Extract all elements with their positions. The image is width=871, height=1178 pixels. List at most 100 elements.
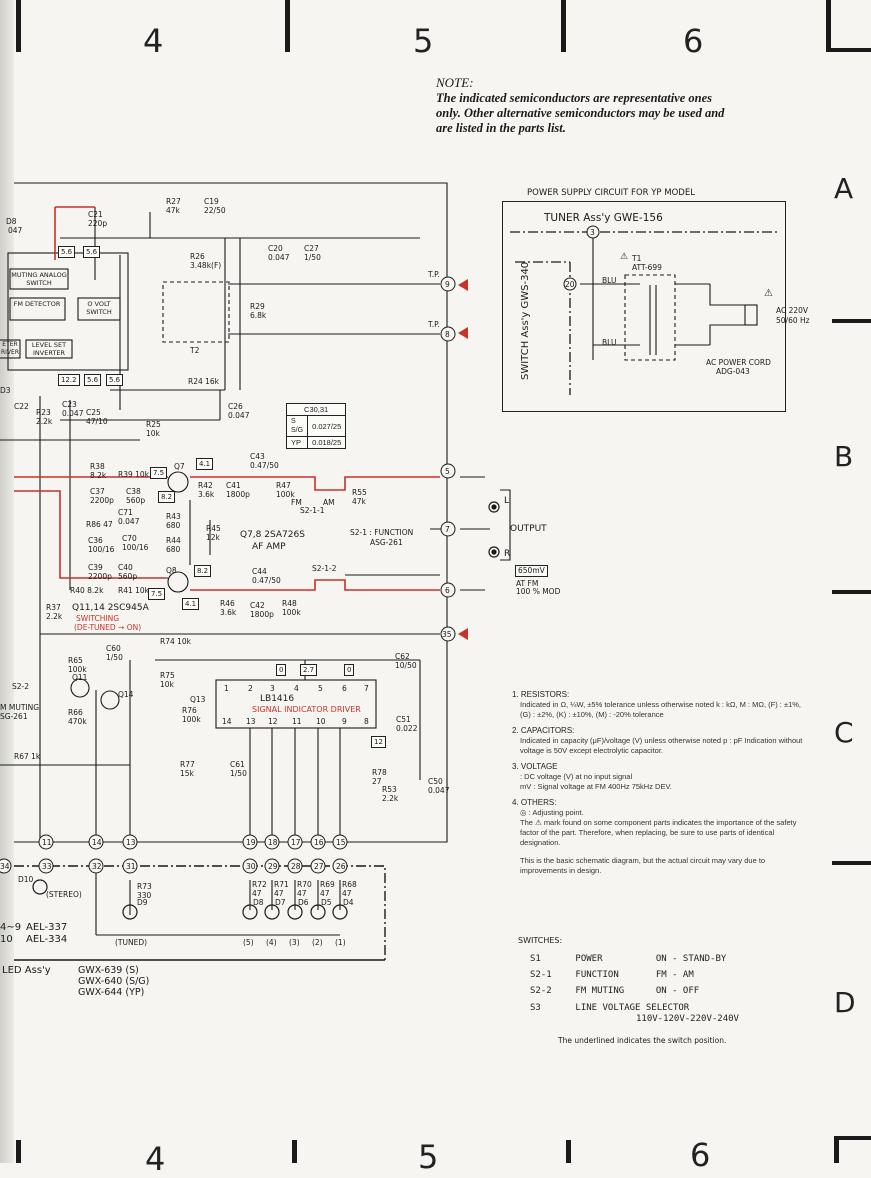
component-label: R53 2.2k	[382, 785, 399, 803]
transformer-ref: T1	[632, 254, 642, 263]
led-label: D6	[298, 898, 309, 907]
power-supply-title: POWER SUPPLY CIRCUIT FOR YP MODEL	[527, 188, 695, 198]
component-label: R27 47k	[166, 197, 181, 215]
node-label: 32	[92, 862, 102, 871]
transistor-label: Q7	[174, 462, 185, 471]
switch-name: FM MUTING	[575, 986, 625, 996]
gwx-part: GWX-644 (YP)	[78, 987, 145, 998]
component-label: R71 47	[274, 880, 289, 898]
voltage-box: 2.7	[300, 664, 318, 676]
output-l: L	[504, 496, 510, 506]
grid-tick	[16, 0, 21, 52]
component-label: C70 100/16	[122, 534, 149, 552]
component-label: C71 0.047	[118, 508, 140, 526]
grid-tick	[826, 48, 871, 52]
legend-text: The ⚠ mark found on some component parts…	[520, 818, 797, 847]
legend-text: Indicated in Ω, ¼W, ±5% tolerance unless…	[520, 700, 801, 719]
node-label: 11	[42, 838, 52, 847]
led-function: (4)	[266, 938, 277, 947]
switch-value: ON - OFF	[655, 986, 700, 996]
component-label: R37 2.2k	[46, 603, 63, 621]
node-label: 31	[126, 862, 136, 871]
ac-voltage: AC 220V	[776, 306, 809, 315]
switch-id: S2-2	[530, 986, 552, 996]
led-function: (TUNED)	[115, 938, 148, 947]
tuner-assy: TUNER Ass'y GWE-156	[544, 212, 663, 224]
component-label: R39 10k	[118, 470, 150, 479]
note-line: only. Other alternative semiconductors m…	[436, 106, 725, 120]
ic-pin: 14	[222, 717, 232, 726]
note: NOTE: The indicated semiconductors are r…	[436, 75, 786, 136]
component-label: R70 47	[297, 880, 312, 898]
component-label: C22	[14, 402, 29, 411]
function-switch-part: ASG-261	[370, 538, 403, 547]
led-function: (5)	[243, 938, 254, 947]
safety-icon: ⚠	[764, 288, 773, 299]
component-label: C60 1/50	[106, 644, 123, 662]
grid-tick	[832, 319, 871, 323]
column-number: 6	[683, 22, 704, 60]
voltage-box: 0	[276, 664, 287, 676]
component-label: R38 8.2k	[90, 462, 107, 480]
ic-block-label: MUTING ANALOG SWITCH	[11, 271, 67, 287]
switches-footnote: The underlined indicates the switch posi…	[558, 1036, 727, 1045]
table-cell: 0.018/25	[307, 436, 347, 449]
component-label: R77 15k	[180, 760, 195, 778]
component-label: R66 470k	[68, 708, 87, 726]
gwx-part: GWX-639 (S)	[78, 965, 139, 976]
component-label: C43 0.47/50	[250, 452, 279, 470]
node-label: 28	[291, 862, 301, 871]
power-cord: AC POWER CORD	[706, 358, 771, 367]
voltage-box: 5.6	[58, 246, 76, 258]
component-label: R72 47	[252, 880, 267, 898]
legend: 1. RESISTORS: Indicated in Ω, ¼W, ±5% to…	[512, 690, 812, 876]
component-label: C25 47/10	[86, 408, 108, 426]
node-label: 33	[42, 862, 52, 871]
left-fragment: D3	[0, 386, 11, 395]
legend-text: Indicated in capacity (μF)/voltage (V) u…	[520, 736, 803, 755]
node-label: 7	[445, 525, 450, 534]
voltage-box: 8.2	[158, 491, 176, 503]
table-header: C30,31	[285, 403, 347, 416]
led-label: D4	[343, 898, 354, 907]
component-label: R23 2.2k	[36, 408, 53, 426]
ic-pin: 13	[246, 717, 256, 726]
component-label: R44 680	[166, 536, 181, 554]
transistor-note: SWITCHING	[76, 614, 120, 623]
component-label: C50 0.047	[428, 777, 450, 795]
component-label: R73 330	[137, 882, 152, 900]
switch-name: LINE VOLTAGE SELECTOR	[575, 1003, 690, 1013]
row-letter: C	[834, 716, 854, 749]
node-label: 16	[314, 838, 324, 847]
output-label: OUTPUT	[510, 524, 547, 534]
grid-tick	[561, 0, 566, 52]
transistor-label: Q8	[166, 566, 177, 575]
transistor-note: (DE-TUNED → ON)	[74, 623, 142, 632]
component-label: R42 3.6k	[198, 481, 215, 499]
component-label: R47 100k	[276, 481, 295, 499]
column-number: 5	[413, 22, 434, 60]
node-label: 29	[268, 862, 278, 871]
switch-value: FM - AM	[655, 970, 694, 980]
voltage-box: 12	[371, 736, 386, 748]
ic-ref: Q13	[190, 695, 206, 704]
node-label: 18	[268, 838, 278, 847]
table-cell: 0.027/25	[307, 415, 347, 437]
switch-id: S2-1	[530, 970, 552, 980]
row-letter: D	[834, 986, 856, 1019]
legend-text: mV : Signal voltage at FM 400Hz 75kHz DE…	[520, 782, 672, 791]
node-label: 17	[291, 838, 301, 847]
component-label: C38 560p	[126, 487, 146, 505]
grid-tick	[826, 0, 831, 52]
transistor-label: Q11	[72, 673, 88, 682]
voltage-box: 0	[344, 664, 355, 676]
led-function: (STEREO)	[46, 890, 82, 899]
wire-color: BLU	[602, 276, 617, 285]
component-label: R25 10k	[146, 420, 161, 438]
node-label: 34	[0, 862, 10, 871]
component-label: C19 22/50	[204, 197, 226, 215]
component-label: C41 1800p	[226, 481, 250, 499]
